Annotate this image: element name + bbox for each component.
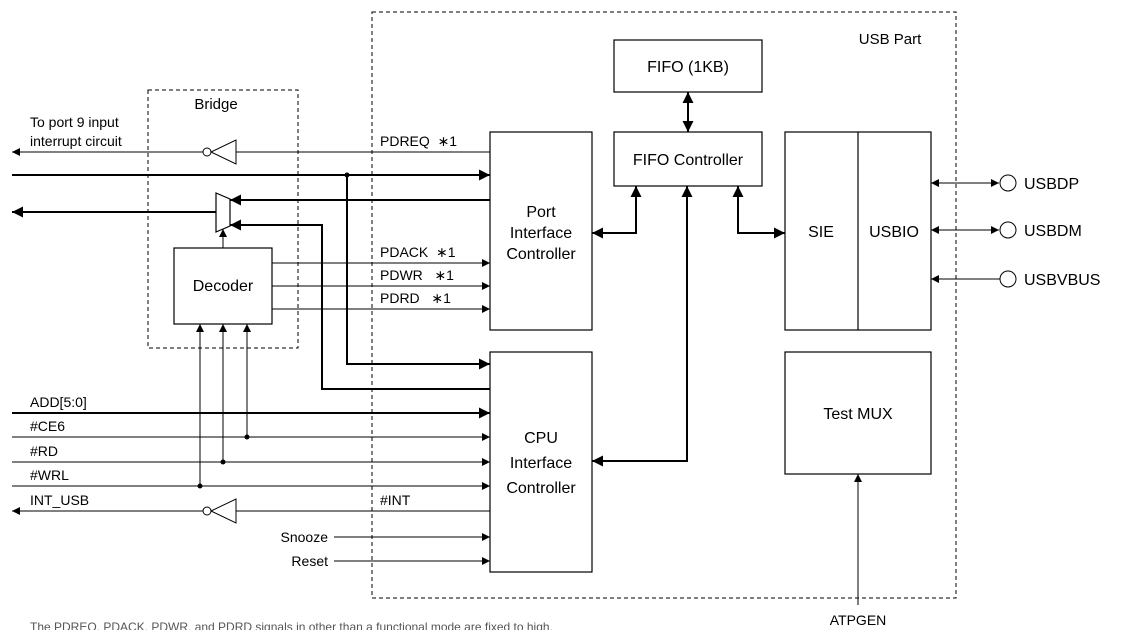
atpgen-label: ATPGEN	[830, 612, 887, 628]
pdwr-label: PDWR ∗1	[380, 267, 454, 283]
cpu-if-to-mux	[230, 219, 490, 390]
port9-label-2: interrupt circuit	[30, 133, 122, 149]
usb-part-label: USB Part	[859, 31, 922, 48]
add-label: ADD[5:0]	[30, 394, 87, 410]
cpu-interface-controller-block: CPU Interface Controller	[489, 351, 593, 573]
port-if-fifo-ctrl-link	[592, 186, 642, 239]
usbdp-pin	[999, 174, 1017, 192]
decoder-label: Decoder	[193, 278, 254, 295]
port-interface-controller-block: Port Interface Controller	[489, 131, 593, 331]
footnote: The PDREQ, PDACK, PDWR, and PDRD signals…	[30, 620, 553, 630]
fifo-controller-block: FIFO Controller	[613, 131, 763, 187]
bridge-label: Bridge	[194, 96, 237, 113]
data-bus-to-cpu	[346, 175, 490, 370]
ce6-label: #CE6	[30, 418, 65, 434]
int-path	[12, 498, 490, 524]
port-if-label-3: Controller	[506, 246, 576, 263]
port9-label-1: To port 9 input	[30, 114, 119, 130]
sie-usbio-block: SIE USBIO	[784, 131, 932, 331]
int-inverter	[209, 498, 237, 524]
decoder-block: Decoder	[173, 247, 273, 325]
snooze-label: Snooze	[281, 529, 329, 545]
reset-label: Reset	[291, 553, 328, 569]
cpu-if-label-3: Controller	[506, 480, 576, 497]
rd-label: #RD	[30, 443, 58, 459]
cpu-if-fifo-ctrl-link	[592, 186, 693, 467]
usbvbus-pin	[999, 270, 1017, 288]
wrl-label: #WRL	[30, 467, 69, 483]
port-if-label-2: Interface	[510, 225, 572, 242]
fifo-controller-label: FIFO Controller	[633, 152, 744, 169]
usbio-label: USBIO	[869, 224, 919, 241]
usbdm-label: USBDM	[1024, 223, 1082, 240]
fifo-ctrl-sie-link	[732, 186, 785, 239]
usb-part-region	[371, 11, 957, 599]
sie-label: SIE	[808, 224, 834, 241]
fifo-block: FIFO (1KB)	[613, 39, 763, 93]
usbvbus-label: USBVBUS	[1024, 272, 1100, 289]
port-if-label-1: Port	[526, 204, 556, 221]
test-mux-block: Test MUX	[784, 351, 932, 475]
cpu-if-label-2: Interface	[510, 455, 572, 472]
bridge-mux	[215, 192, 231, 233]
test-mux-label: Test MUX	[823, 406, 893, 423]
usbdm-pin	[999, 221, 1017, 239]
pdreq-inverter	[209, 139, 237, 165]
int-label: #INT	[380, 492, 411, 508]
pdreq-path	[12, 139, 490, 165]
pdack-label: PDACK ∗1	[380, 244, 456, 260]
pdreq-label: PDREQ ∗1	[380, 133, 457, 149]
int-usb-label: INT_USB	[30, 492, 89, 508]
fifo-label: FIFO (1KB)	[647, 59, 729, 76]
usbdp-label: USBDP	[1024, 176, 1079, 193]
pdrd-label: PDRD ∗1	[380, 290, 451, 306]
cpu-if-label-1: CPU	[524, 430, 558, 447]
